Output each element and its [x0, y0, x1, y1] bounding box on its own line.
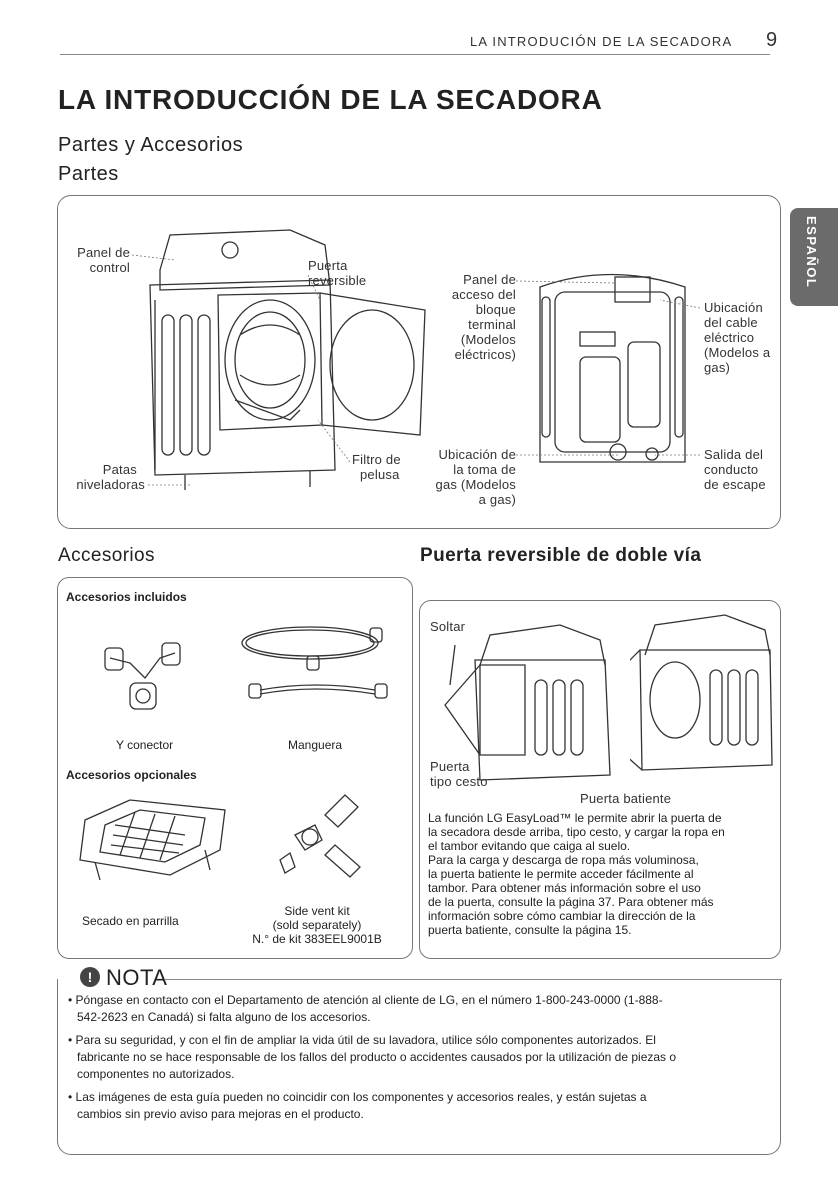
label-salida-conducto: Salida del conducto de escape [704, 447, 766, 492]
leader-lines-front [131, 254, 351, 486]
subtitle: Partes y Accesorios [58, 134, 244, 156]
accesorios-opcionales-label: Accesorios opcionales [66, 768, 197, 782]
dryer-front-illustration [149, 229, 426, 490]
label-filtro-pelusa: Filtro de pelusa [352, 452, 401, 482]
page-number: 9 [766, 29, 778, 51]
side-vent-kit-illustration [279, 794, 361, 878]
nota-box [57, 979, 781, 1155]
language-tab-label: ESPAÑOL [804, 216, 819, 289]
manguera-label: Manguera [288, 738, 343, 752]
puerta-heading: Puerta reversible de doble vía [420, 545, 702, 566]
side-vent-kit-label: Side vent kit (sold separately) N.° de k… [252, 904, 382, 946]
accesorios-heading: Accesorios [58, 545, 155, 566]
header-rule [60, 54, 770, 55]
puerta-description: La función LG EasyLoad™ le permite abrir… [428, 811, 725, 937]
hose-illustration [241, 626, 388, 699]
nota-list: • Póngase en contacto con el Departament… [68, 992, 768, 1123]
nota-icon: ! [80, 967, 100, 987]
label-patas-niveladoras: Patas niveladoras [76, 462, 145, 492]
nota-rule [165, 979, 782, 980]
y-connector-label: Y conector [116, 738, 174, 752]
label-puerta-reversible: Puerta reversible [308, 258, 367, 288]
accesorios-box [57, 577, 413, 959]
soltar-label: Soltar [430, 619, 466, 634]
leader-lines-back [515, 280, 701, 456]
nota-item: • Las imágenes de esta guía pueden no co… [68, 1090, 647, 1121]
puerta-box [419, 600, 781, 959]
label-ubicacion-cable: Ubicación del cable eléctrico (Modelos a… [704, 300, 771, 375]
running-header: LA INTRODUCIÓN DE LA SECADORA [470, 34, 733, 49]
nota-item: • Póngase en contacto con el Departament… [68, 993, 663, 1024]
label-ubicacion-toma: Ubicación de la toma de gas (Modelos a g… [435, 447, 516, 507]
label-panel-control: Panel de control [77, 245, 130, 275]
door-swing-illustration [630, 614, 773, 771]
drying-rack-illustration [79, 799, 226, 881]
nota-item: • Para su seguridad, y con el fin de amp… [68, 1033, 677, 1081]
accesorios-incluidos-label: Accesorios incluidos [66, 590, 187, 604]
language-tab: ESPAÑOL [790, 208, 838, 306]
door-basket-illustration [444, 624, 611, 781]
nota-title: NOTA [106, 965, 168, 990]
tipo-cesto-label: Puerta tipo cesto [430, 759, 488, 789]
dryer-back-illustration [539, 273, 686, 463]
puerta-batiente-label: Puerta batiente [580, 791, 672, 806]
section-parts-heading: Partes [58, 163, 119, 185]
y-connector-illustration [104, 642, 181, 710]
label-panel-acceso: Panel de acceso del bloque terminal (Mod… [451, 272, 516, 362]
parts-box [57, 195, 781, 529]
page-title: LA INTRODUCCIÓN DE LA SECADORA [58, 84, 603, 115]
secado-parrilla-label: Secado en parrilla [82, 914, 179, 928]
